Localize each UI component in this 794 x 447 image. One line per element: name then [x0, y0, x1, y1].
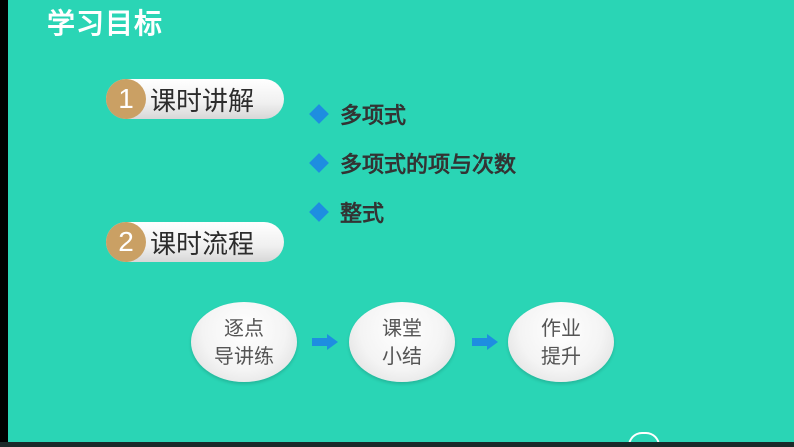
flow-step-line: 小结 [382, 344, 422, 368]
flow-step-practice[interactable]: 逐点 导讲练 [191, 302, 297, 382]
flow-step-homework[interactable]: 作业 提升 [508, 302, 614, 382]
topic-text: 多项式的项与次数 [340, 152, 517, 178]
section-label: 课时讲解 [150, 86, 255, 117]
section-flow: 2 课时流程 [106, 222, 284, 262]
flow-step-line: 逐点 [224, 316, 264, 340]
flow-step-line: 提升 [541, 344, 581, 368]
section-number-badge: 2 [106, 222, 146, 262]
diamond-bullet-icon [309, 103, 329, 124]
section-lecture: 1 课时讲解 [106, 79, 284, 119]
topic-text: 整式 [340, 201, 385, 227]
diamond-bullet-icon [309, 201, 329, 222]
slide-left-border [0, 0, 8, 447]
diamond-bullet-icon [309, 152, 329, 173]
slide-bottom-border [0, 442, 794, 447]
topic-text: 多项式 [340, 103, 407, 129]
topic-list: 多项式 多项式的项与次数 整式 [308, 89, 516, 236]
topic-item: 整式 [308, 187, 516, 236]
section-label: 课时流程 [150, 229, 255, 260]
flow-step-line: 作业 [541, 316, 581, 340]
flow-step-line: 课堂 [382, 316, 422, 340]
section-number-badge: 1 [106, 79, 146, 119]
topic-item: 多项式 [308, 89, 516, 138]
flow-step-line: 导讲练 [214, 344, 274, 368]
right-arrow-icon [472, 334, 498, 350]
right-arrow-icon [312, 334, 338, 350]
flow-step-summary[interactable]: 课堂 小结 [349, 302, 455, 382]
topic-item: 多项式的项与次数 [308, 138, 516, 187]
slide-title: 学习目标 [47, 7, 164, 40]
